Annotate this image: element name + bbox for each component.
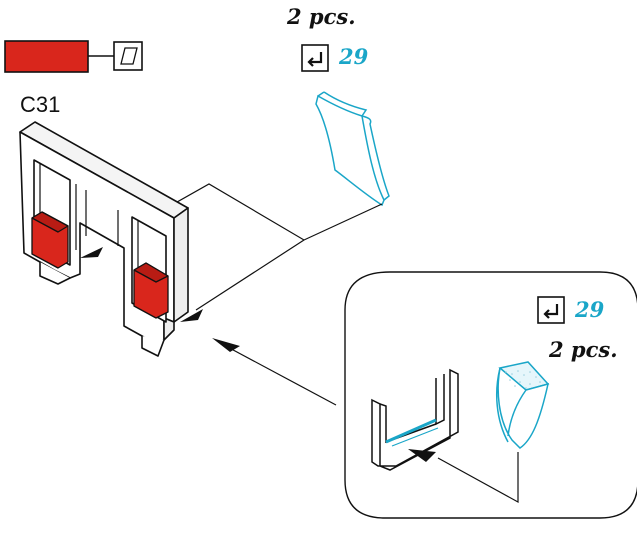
detail-quantity: 2 pcs.: [548, 337, 618, 362]
part-label: C31: [20, 92, 60, 117]
part-legend: C31: [4, 40, 143, 117]
top-quantity: 2 pcs.: [286, 4, 356, 29]
top-pad: [315, 91, 390, 207]
installed-pads: [31, 211, 169, 319]
detail-callout: 29 2 pcs.: [344, 271, 637, 519]
top-callout: 2 pcs. 29: [286, 4, 369, 72]
top-step-number: 29: [338, 44, 369, 69]
leader-arrowheads: [80, 247, 240, 352]
return-arrow-icon: [301, 44, 329, 72]
return-arrow-icon: [537, 296, 565, 324]
detail-pad: [495, 361, 550, 449]
part-color-swatch: [4, 40, 89, 73]
detail-frame-opening: [371, 368, 459, 471]
detail-step-number: 29: [574, 297, 605, 322]
detail-leader: [408, 449, 519, 504]
parallelogram-icon: [113, 41, 143, 71]
